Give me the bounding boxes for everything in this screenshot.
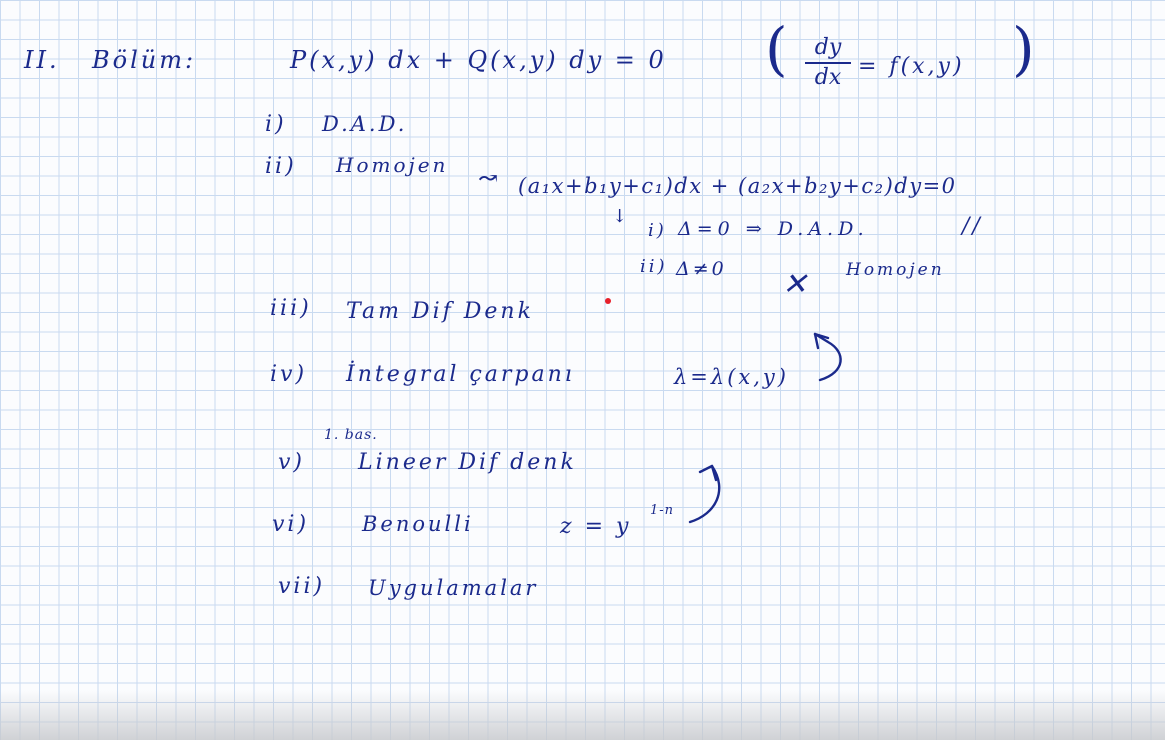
substitution-formula: z = y — [560, 514, 632, 539]
item-i-label: D.A.D. — [322, 112, 408, 136]
item-iv-number: iv) — [270, 362, 308, 387]
curved-arrow-iv-head-icon — [813, 332, 830, 350]
case-2-label: Homojen — [846, 260, 945, 280]
fraction-numerator: dy — [814, 35, 842, 60]
main-equation: P(x,y) dx + Q(x,y) dy = 0 — [290, 46, 667, 74]
pointer-dot — [605, 298, 611, 304]
item-iii-number: iii) — [270, 296, 312, 321]
item-ii-label: Homojen — [336, 153, 449, 177]
case-1-text: Δ=0 ⇒ D.A.D. — [678, 218, 869, 240]
fraction-bar — [805, 62, 851, 65]
item-v-number: v) — [278, 450, 306, 475]
curved-arrow-vi-to-v-icon — [688, 464, 721, 524]
item-v-label: Lineer Dif denk — [358, 450, 577, 475]
curved-arrow-vi-head-icon — [698, 464, 718, 482]
left-paren: ( — [765, 15, 788, 83]
section-number: II. — [24, 46, 60, 74]
fraction-rhs: = f(x,y) — [858, 54, 965, 79]
item-vii-number: vii) — [278, 574, 326, 599]
item-ii-arrow: ↝ — [478, 164, 502, 192]
case-1-number: i) — [648, 220, 667, 241]
item-i-number: i) — [265, 112, 287, 137]
substitution-exponent: 1-n — [650, 503, 675, 518]
homogeneous-equation: (a₁x+b₁y+c₁)dx + (a₂x+b₂y+c₂)dy=0 — [518, 174, 957, 198]
item-ii-number: ii) — [265, 154, 297, 179]
dy-dx-fraction: dy dx — [805, 35, 851, 91]
right-paren: ) — [1012, 15, 1035, 83]
case-2-number: ii) — [640, 256, 668, 277]
item-iv-label: İntegral çarpanı — [346, 362, 575, 387]
branch-arrow-icon: ↓ — [612, 206, 631, 227]
case-2-text: Δ≠0 — [676, 258, 727, 280]
integrating-factor-formula: λ=λ(x,y) — [674, 365, 789, 389]
fraction-denominator: dx — [814, 65, 842, 91]
bottom-shadow — [0, 690, 1165, 740]
section-title: Bölüm: — [92, 46, 197, 74]
cross-icon: ✕ — [782, 267, 811, 302]
item-v-note: 1. bas. — [324, 427, 378, 443]
item-vii-label: Uygulamalar — [368, 576, 539, 600]
item-vi-number: vi) — [272, 512, 310, 537]
item-vi-label: Benoulli — [362, 512, 474, 536]
curved-arrow-iv-to-iii-icon — [813, 332, 842, 382]
item-iii-label: Tam Dif Denk — [346, 299, 534, 324]
case-1-mark: // — [962, 214, 983, 239]
